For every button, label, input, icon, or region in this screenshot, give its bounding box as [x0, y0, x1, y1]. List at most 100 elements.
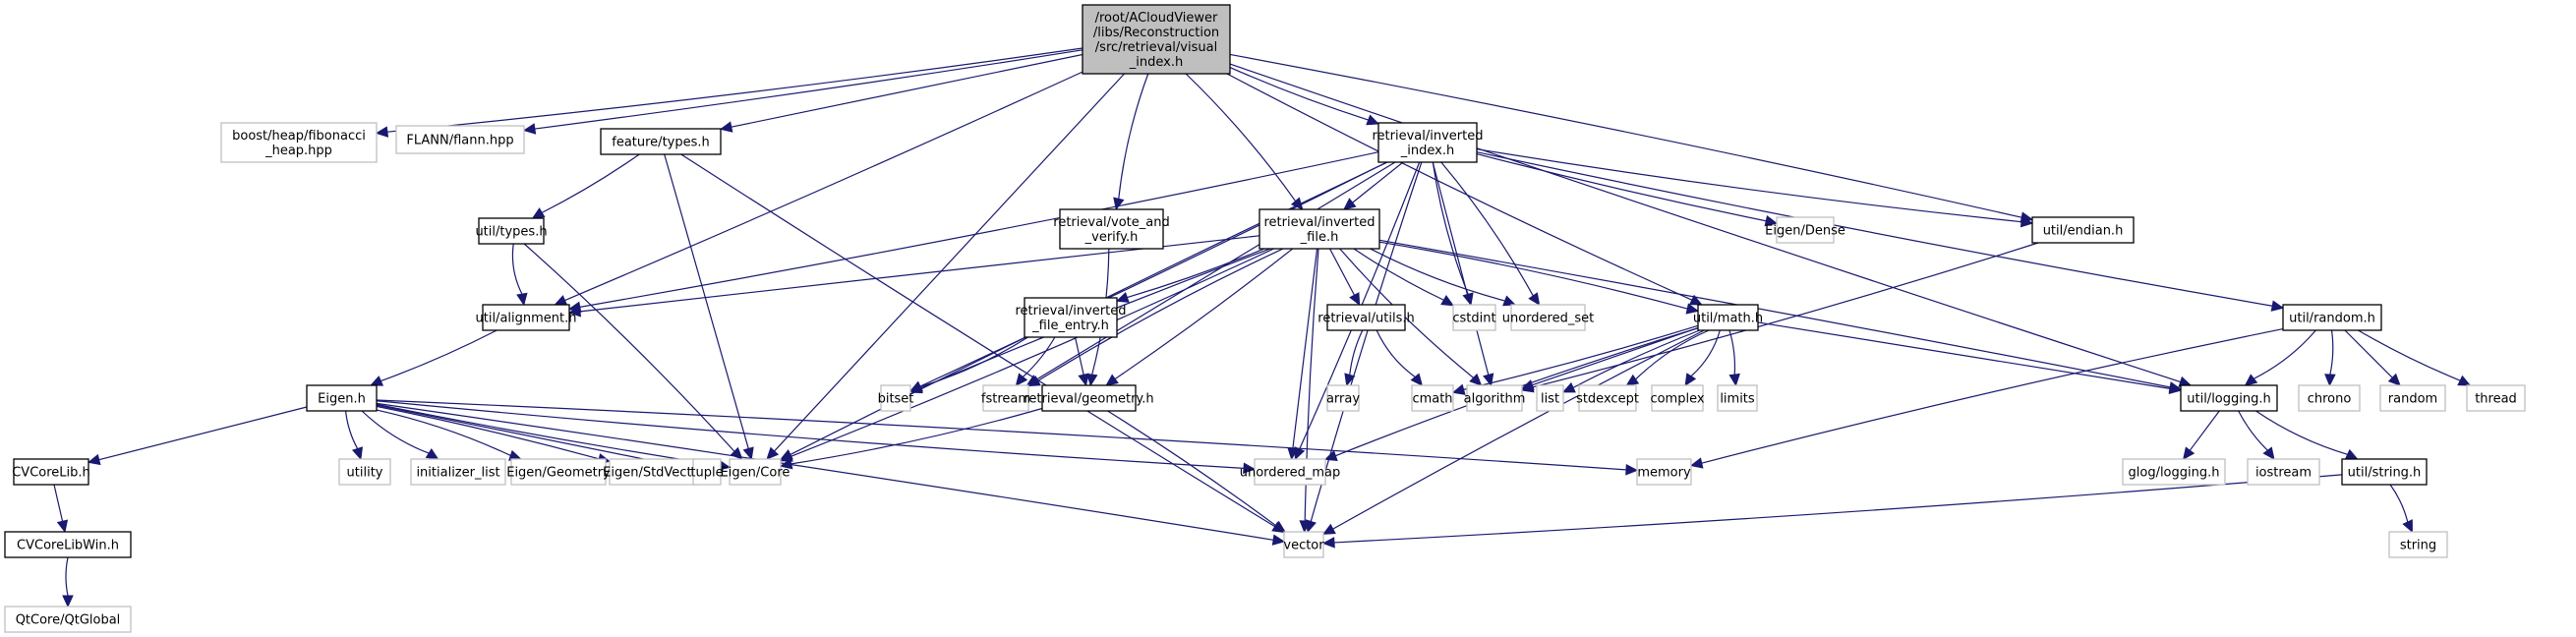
node-label: thread [2475, 392, 2517, 407]
edge-urandom-to-thread [2358, 329, 2472, 386]
node-box [1377, 122, 1478, 163]
edge-invidx-to-algorithm [1432, 161, 1494, 387]
nodes-layer: /root/ACloudViewer/libs/Reconstruction/s… [4, 4, 2526, 633]
edge-line [376, 405, 600, 460]
edge-line [1118, 73, 1149, 200]
edge-endian-to-algorithm [1520, 242, 2039, 393]
edge-invfile-to-uset [1370, 248, 1517, 307]
node-box [2298, 384, 2361, 412]
arrowhead-icon [531, 207, 546, 219]
edge-line [1635, 329, 1710, 380]
arrowhead-icon [1366, 114, 1380, 126]
arrowhead-icon [779, 450, 793, 462]
edge-line [2238, 410, 2268, 451]
edge-line [541, 153, 640, 213]
arrowhead-icon [370, 376, 384, 386]
node-cvcore[interactable]: CVCoreLib.h [12, 458, 90, 486]
node-label: retrieval/vote_and [1053, 215, 1169, 230]
arrowhead-icon [1113, 197, 1125, 211]
edge-invfile-to-fstream [1026, 248, 1284, 387]
edge-line [2255, 410, 2348, 455]
edge-math-to-logging [1757, 321, 2183, 394]
edge-invidx-to-endian [1476, 148, 2034, 228]
node-box [1578, 384, 1637, 412]
edge-invidx-to-align [567, 151, 1379, 313]
node-root[interactable]: /root/ACloudViewer/libs/Reconstruction/s… [1082, 4, 1231, 75]
edge-line [664, 153, 749, 449]
arrowhead-icon [1321, 523, 1336, 535]
edge-invidx-to-urandom [1476, 151, 2285, 312]
edge-urandom-to-srandom [2344, 329, 2401, 386]
edge-root-to-fib [375, 47, 1083, 138]
arrowhead-icon [1528, 292, 1541, 306]
node-label: FLANN/flann.hpp [406, 134, 513, 148]
node-entry[interactable]: retrieval/inverted_file_entry.h [1016, 297, 1127, 338]
node-box [1717, 384, 1758, 412]
node-label: Eigen/Dense [1765, 224, 1845, 239]
edge-entry-to-fstream [1015, 336, 1056, 386]
node-box [880, 384, 911, 412]
edge-root-to-align [554, 71, 1083, 306]
edge-ustring-to-vector [1321, 474, 2343, 549]
node-rutils[interactable]: retrieval/utils.h [1317, 304, 1415, 331]
node-label: array [1326, 392, 1360, 407]
edge-math-to-limits [1728, 329, 1740, 387]
node-align[interactable]: util/alignment.h [476, 304, 577, 331]
node-box [2388, 531, 2448, 558]
node-ftypes[interactable]: feature/types.h [600, 128, 722, 155]
node-label: limits [1720, 392, 1755, 407]
node-vote[interactable]: retrieval/vote_and_verify.h [1053, 208, 1170, 250]
edge-line [1476, 148, 2022, 223]
node-logging[interactable]: util/logging.h [2180, 384, 2278, 412]
edge-line [1229, 63, 2181, 383]
edge-line [731, 53, 1083, 128]
arrowhead-icon [1243, 462, 1257, 475]
edge-cvcorewin-to-qtglobal [62, 556, 74, 608]
node-cvcorewin[interactable]: CVCoreLibWin.h [4, 531, 132, 558]
edge-line [1332, 329, 1705, 530]
node-ustring[interactable]: util/string.h [2341, 458, 2428, 486]
node-cmath: cmath [1411, 384, 1454, 412]
node-box [2341, 458, 2428, 486]
node-array: array [1326, 384, 1360, 412]
node-label: retrieval/inverted [1016, 304, 1127, 318]
node-label: CVCoreLib.h [12, 466, 90, 481]
node-geom[interactable]: retrieval/geometry.h [1024, 384, 1154, 412]
node-label: _index.h [1400, 144, 1454, 158]
edge-logging-to-glog [2182, 410, 2220, 460]
node-box [2180, 384, 2278, 412]
edge-line [1376, 329, 1416, 377]
node-box [1452, 304, 1496, 331]
arrowhead-icon [1271, 534, 1286, 546]
edge-eigenh-to-egeom [376, 409, 522, 461]
node-box [729, 458, 782, 486]
node-label: _index.h [1129, 55, 1183, 70]
edge-line [344, 410, 359, 449]
edge-math-to-stdexcept [1625, 329, 1710, 386]
edge-line [1432, 161, 1490, 376]
node-math[interactable]: util/math.h [1693, 304, 1763, 331]
edge-line [1333, 474, 2343, 544]
node-utypes[interactable]: util/types.h [475, 217, 548, 245]
node-algorithm: algorithm [1464, 384, 1525, 412]
node-invfile[interactable]: retrieval/inverted_file.h [1259, 208, 1380, 250]
edge-line [790, 407, 1043, 465]
node-complex: complex [1650, 384, 1705, 412]
node-label: util/random.h [2289, 312, 2375, 326]
node-endian[interactable]: util/endian.h [2031, 216, 2135, 244]
node-label: random [2388, 392, 2437, 407]
edge-line [1107, 410, 1277, 527]
node-urandom[interactable]: util/random.h [2282, 304, 2382, 331]
arrowhead-icon [1272, 520, 1286, 533]
arrowhead-icon [1321, 537, 1335, 549]
node-box [1636, 458, 1692, 486]
edge-line [1690, 329, 1721, 377]
node-eigenh[interactable]: Eigen.h [306, 384, 378, 412]
node-box [1411, 384, 1454, 412]
arrowhead-icon [719, 121, 733, 133]
edge-eigenh-to-estdvec [376, 405, 612, 465]
edge-math-to-vector [1321, 329, 1705, 535]
node-invidx[interactable]: retrieval/inverted_index.h [1373, 122, 1484, 163]
node-label: cmath [1412, 392, 1452, 407]
arrowhead-icon [2457, 375, 2472, 386]
